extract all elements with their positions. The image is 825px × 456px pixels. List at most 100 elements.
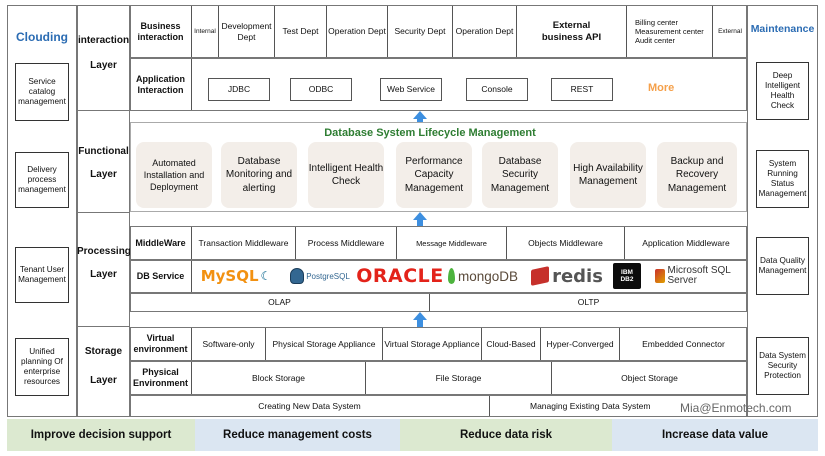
- tile-monitoring[interactable]: Database Monitoring and alerting: [221, 142, 297, 208]
- tenant-user-box[interactable]: Tenant User Management: [15, 247, 69, 303]
- rest-button[interactable]: REST: [551, 78, 613, 101]
- business-interaction-label: Business interaction: [130, 6, 192, 57]
- unified-planning-box[interactable]: Unified planning Of enterprise resources: [15, 338, 69, 396]
- flow-arrow-icon: [413, 312, 427, 320]
- tile-availability[interactable]: High Availability Management: [570, 142, 646, 208]
- application-middleware[interactable]: Application Middleware: [642, 237, 730, 248]
- virtual-software-only[interactable]: Software-only: [192, 328, 266, 360]
- benefit-data-risk: Reduce data risk: [400, 419, 612, 451]
- virtual-cloud-based[interactable]: Cloud-Based: [482, 328, 541, 360]
- business-cell-internal[interactable]: Internal: [192, 6, 219, 57]
- running-status-box[interactable]: System Running Status Management: [756, 150, 809, 208]
- managing-existing-system[interactable]: Managing Existing Data System: [530, 401, 651, 411]
- process-middleware[interactable]: Process Middleware: [296, 227, 397, 259]
- processing-layer-line2: Layer: [90, 269, 117, 280]
- oracle-logo[interactable]: ORACLE: [356, 262, 443, 290]
- service-catalog-box[interactable]: Service catalog management: [15, 63, 69, 121]
- virtual-virtual-appliance[interactable]: Virtual Storage Appliance: [383, 328, 482, 360]
- tile-security[interactable]: Database Security Management: [482, 142, 558, 208]
- application-interaction-label: Application Interaction: [130, 59, 192, 110]
- objects-middleware[interactable]: Objects Middleware: [507, 227, 625, 259]
- virtual-environment-row: [130, 327, 747, 361]
- functional-layer-label: Functional Layer: [77, 146, 130, 180]
- db-service-label: DB Service: [130, 261, 192, 292]
- interaction-layer-line1: interaction: [77, 35, 130, 46]
- flow-arrow-stem: [417, 319, 423, 327]
- storage-layer-label: Storage Layer: [77, 346, 130, 386]
- creating-new-system[interactable]: Creating New Data System: [130, 396, 490, 416]
- functional-layer-line1: Functional: [78, 146, 129, 157]
- olap-cell[interactable]: OLAP: [130, 294, 430, 311]
- physical-environment-row: [130, 361, 747, 395]
- tile-backup[interactable]: Backup and Recovery Management: [657, 142, 737, 208]
- elephant-icon: [290, 268, 305, 284]
- virtual-embedded-connector[interactable]: Embedded Connector: [642, 338, 725, 349]
- object-storage[interactable]: Object Storage: [621, 372, 678, 383]
- tile-installation[interactable]: Automated Installation and Deployment: [136, 142, 212, 208]
- block-storage[interactable]: Block Storage: [192, 362, 366, 394]
- data-quality-box[interactable]: Data Quality Management: [756, 237, 809, 295]
- flow-arrow-stem: [417, 118, 423, 124]
- odbc-button[interactable]: ODBC: [290, 78, 352, 101]
- flow-arrow-stem: [417, 219, 423, 226]
- middleware-label: MiddleWare: [130, 227, 192, 259]
- sqlserver-flag-icon: [654, 269, 665, 283]
- business-cell-external[interactable]: External: [718, 27, 742, 35]
- virtual-environment-label: Virtual environment: [130, 328, 192, 360]
- oracle-logo-text: ORACLE: [356, 265, 444, 287]
- tile-capacity[interactable]: Performance Capacity Management: [396, 142, 472, 208]
- processing-layer-line1: Processing: [77, 246, 131, 257]
- web-service-button[interactable]: Web Service: [380, 78, 442, 101]
- console-button[interactable]: Console: [466, 78, 528, 101]
- functional-layer-line2: Layer: [90, 169, 117, 180]
- benefit-management-costs: Reduce management costs: [195, 419, 400, 451]
- mongodb-logo[interactable]: mongoDB: [446, 262, 520, 290]
- delivery-process-box[interactable]: Delivery process management: [15, 152, 69, 208]
- mongodb-logo-text: mongoDB: [457, 268, 519, 284]
- redis-logo-text: redis: [552, 265, 603, 287]
- leaf-icon: [447, 268, 455, 284]
- olap-oltp-row: [130, 293, 747, 312]
- message-middleware[interactable]: Message Middleware: [397, 227, 507, 259]
- maintenance-title: Maintenance: [750, 23, 815, 35]
- business-cell-external-api[interactable]: External business API: [517, 6, 627, 57]
- flow-arrow-icon: [413, 212, 427, 220]
- file-storage[interactable]: File Storage: [366, 362, 552, 394]
- oltp-cell[interactable]: OLTP: [577, 297, 600, 308]
- sqlserver-logo-text: Microsoft SQL Server: [667, 264, 731, 286]
- flow-arrow-icon: [413, 111, 427, 119]
- watermark: Mia@Enmotech.com: [680, 401, 792, 415]
- business-cell-centers[interactable]: Billing center Measurement center Audit …: [627, 6, 713, 57]
- storage-layer-line1: Storage: [84, 346, 123, 357]
- transaction-middleware[interactable]: Transaction Middleware: [192, 227, 296, 259]
- system-type-row: [130, 395, 747, 417]
- jdbc-button[interactable]: JDBC: [208, 78, 270, 101]
- postgresql-logo[interactable]: PostgreSQL: [284, 262, 356, 290]
- layer-divider: [77, 110, 130, 111]
- middleware-row: [130, 226, 747, 260]
- storage-layer-line2: Layer: [90, 375, 117, 386]
- business-cell-test[interactable]: Test Dept: [275, 6, 327, 57]
- layer-divider: [77, 326, 130, 327]
- mysql-logo[interactable]: MySQL ☾: [196, 262, 276, 290]
- business-cell-security[interactable]: Security Dept: [388, 6, 453, 57]
- sqlserver-logo[interactable]: Microsoft SQL Server: [649, 262, 743, 290]
- functional-title: Database System Lifecycle Management: [324, 127, 536, 139]
- more-label[interactable]: More: [648, 82, 675, 94]
- redis-logo[interactable]: redis: [527, 262, 607, 290]
- virtual-hyper-converged[interactable]: Hyper-Converged: [541, 328, 620, 360]
- business-cell-development[interactable]: Development Dept: [219, 6, 275, 57]
- mysql-logo-text: MySQL: [200, 267, 259, 285]
- virtual-physical-appliance[interactable]: Physical Storage Appliance: [266, 328, 383, 360]
- deep-health-check-box[interactable]: Deep Intelligent Health Check: [756, 62, 809, 120]
- layer-divider: [77, 212, 130, 213]
- business-interaction-row: [130, 5, 747, 58]
- business-cell-operation[interactable]: Operation Dept: [327, 6, 388, 57]
- layer-labels-column: [77, 5, 130, 417]
- processing-layer-label: Processing Layer: [77, 246, 131, 280]
- business-cell-operation-2[interactable]: Operation Dept: [453, 6, 517, 57]
- cube-stack-icon: [531, 266, 550, 286]
- tile-health-check[interactable]: Intelligent Health Check: [308, 142, 384, 208]
- ibm-db2-logo[interactable]: IBM DB2: [613, 263, 641, 289]
- security-protection-box[interactable]: Data System Security Protection: [756, 337, 809, 395]
